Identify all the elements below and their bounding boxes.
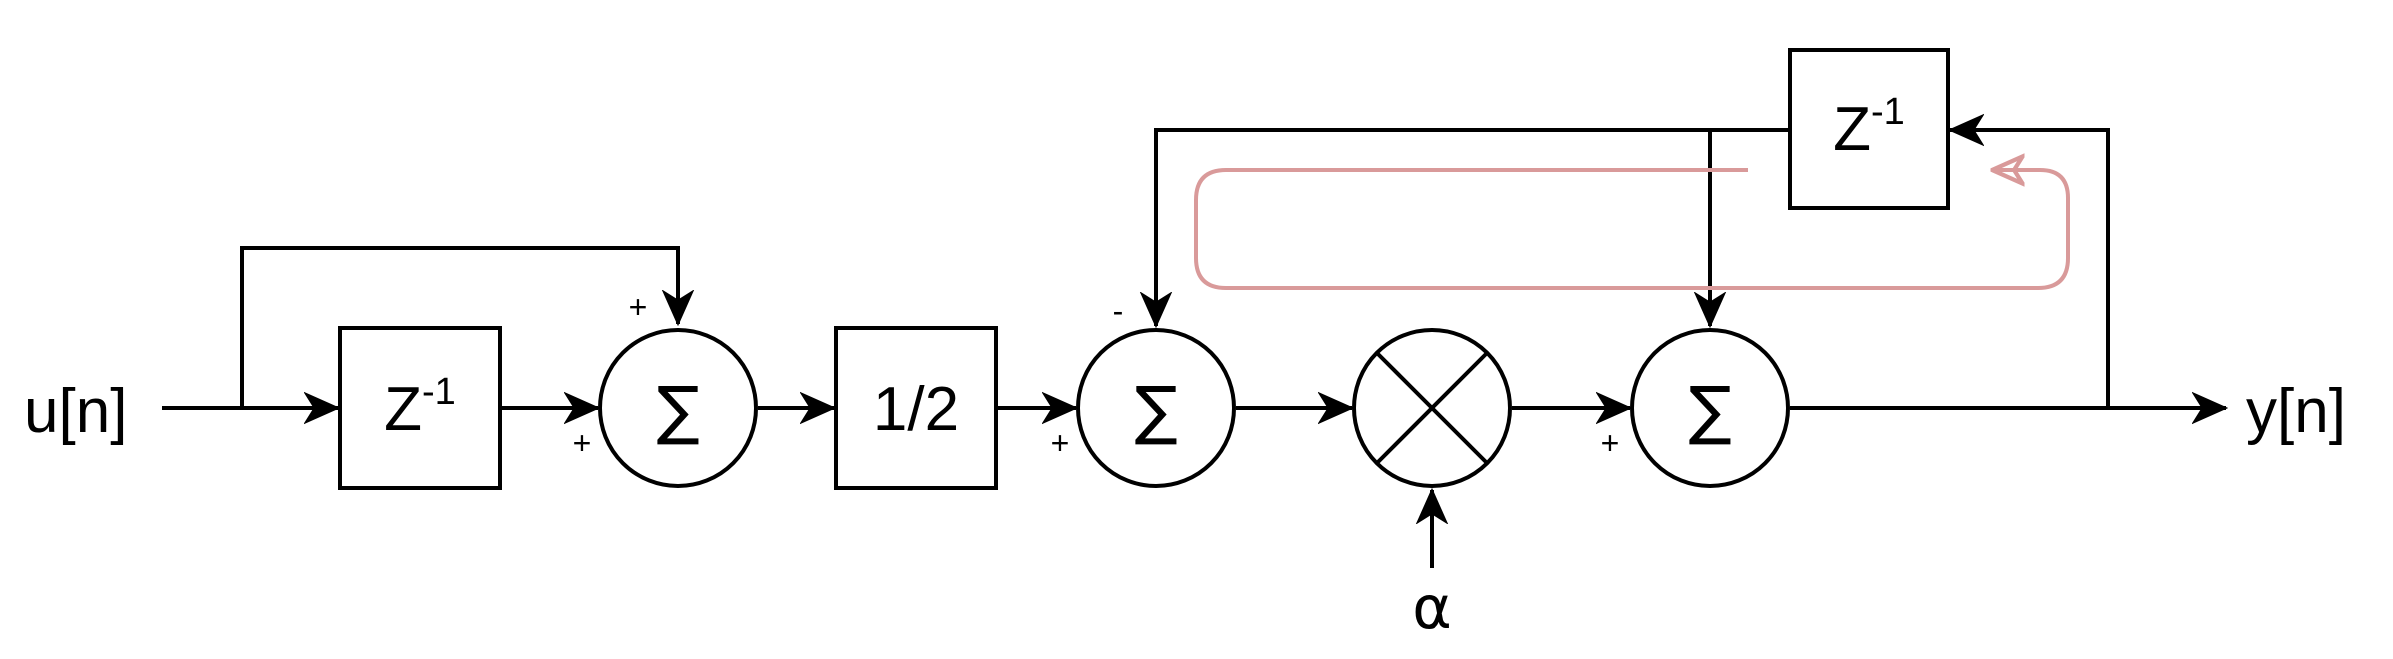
svg-text:Z-1: Z-1 <box>384 371 456 444</box>
sum2-top-sign: - <box>1113 293 1124 329</box>
sum1-sigma: ∑ <box>656 374 699 448</box>
feedback-delay-exponent: -1 <box>1871 91 1905 133</box>
feedback-delay-block: Z-1 <box>1788 48 1950 210</box>
gain-label: 1/2 <box>873 375 959 444</box>
feedback-delay-base: Z <box>1833 95 1871 164</box>
input-label: u[n] <box>24 377 127 446</box>
alpha-label: α <box>1412 573 1452 643</box>
delay-block: Z-1 <box>338 326 502 490</box>
sum1-left-sign: + <box>573 425 592 461</box>
summing-junction-2: ∑ <box>1076 328 1236 488</box>
sum2-sigma: ∑ <box>1134 374 1177 448</box>
delay-base: Z <box>384 375 422 444</box>
output-label: y[n] <box>2246 377 2346 446</box>
feedback-loop-highlight <box>1194 170 2070 290</box>
gain-block-half: 1/2 <box>834 326 998 490</box>
sum3-left-sign: + <box>1601 425 1620 461</box>
multiplier <box>1352 328 1512 488</box>
summing-junction-3: ∑ <box>1630 328 1790 488</box>
sum2-left-sign: + <box>1051 425 1070 461</box>
summing-junction-1: ∑ <box>598 328 758 488</box>
wire-output-to-feedback-delay <box>1950 130 2110 408</box>
sum1-top-sign: + <box>629 289 648 325</box>
signal-wires <box>162 130 2226 568</box>
sum3-sigma: ∑ <box>1688 374 1731 448</box>
wire-feedforward-bypass <box>240 246 678 408</box>
wire-feedback-to-sum2 <box>1156 128 1788 326</box>
delay-exponent: -1 <box>422 371 456 413</box>
svg-text:Z-1: Z-1 <box>1833 91 1905 164</box>
